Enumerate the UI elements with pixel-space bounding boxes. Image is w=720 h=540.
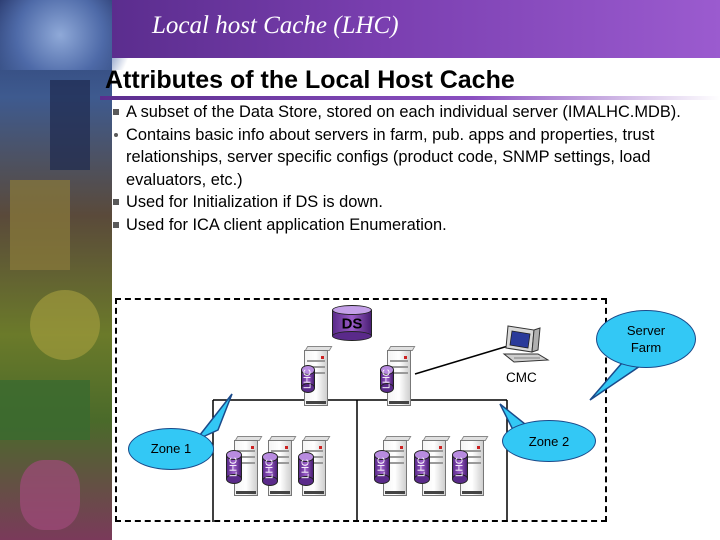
workstation-icon — [500, 322, 552, 366]
bullet-text: Used for Initialization if DS is down. — [126, 193, 383, 211]
lhc-cylinder-icon: LHC — [380, 365, 394, 393]
lhc-cylinder-icon: LHC — [374, 450, 390, 484]
square-bullet-icon — [113, 109, 119, 115]
lhc-cylinder-icon: LHC — [301, 365, 315, 393]
ds-label: DS — [341, 315, 363, 333]
cmc-link-line — [414, 345, 509, 375]
lhc-label: LHC — [302, 368, 314, 390]
bullet-text: A subset of the Data Store, stored on ea… — [126, 103, 681, 121]
lhc-cylinder-icon: LHC — [452, 450, 468, 484]
lhc-label: LHC — [454, 456, 466, 478]
square-bullet-icon — [113, 199, 119, 205]
decorative-left-art — [0, 0, 112, 540]
server-icon — [460, 436, 489, 496]
bullet-text: Used for ICA client application Enumerat… — [126, 215, 447, 234]
lhc-cylinder-icon: LHC — [298, 452, 314, 486]
page-heading: Attributes of the Local Host Cache — [105, 66, 515, 94]
bullet-item: Used for Initialization if DS is down. — [100, 191, 715, 214]
zone2-callout — [502, 420, 596, 462]
lhc-label: LHC — [376, 456, 388, 478]
lhc-label: LHC — [228, 456, 240, 478]
cmc-label: CMC — [506, 370, 537, 385]
lhc-cylinder-icon: LHC — [226, 450, 242, 484]
lhc-cylinder-icon: LHC — [262, 452, 278, 486]
banner-title: Local host Cache (LHC) — [152, 12, 399, 39]
zone1-callout — [128, 428, 214, 470]
server-icon — [268, 436, 297, 496]
lhc-label: LHC — [300, 458, 312, 480]
bullet-item: Used for ICA client application Enumerat… — [100, 214, 715, 237]
dot-bullet-icon — [114, 132, 118, 137]
heading-rule — [100, 96, 720, 100]
lhc-label: LHC — [381, 368, 393, 390]
title-banner — [112, 0, 720, 58]
zone1-callout-pointer — [195, 393, 233, 441]
data-store-cylinder-icon: DS — [332, 305, 372, 341]
lhc-label: LHC — [264, 458, 276, 480]
server-farm-label-line2: Farm — [630, 340, 662, 355]
bullet-item: Contains basic info about servers in far… — [100, 124, 715, 192]
square-bullet-icon — [113, 221, 119, 228]
bullet-item: A subset of the Data Store, stored on ea… — [100, 101, 715, 124]
lhc-label: LHC — [416, 456, 428, 478]
server-farm-callout — [596, 310, 696, 368]
lhc-cylinder-icon: LHC — [414, 450, 430, 484]
bullet-list: A subset of the Data Store, stored on ea… — [100, 101, 715, 236]
server-farm-label-line1: Server — [626, 323, 666, 338]
bullet-text: Contains basic info about servers in far… — [126, 125, 655, 189]
zone1-label: Zone 1 — [150, 441, 192, 456]
zone2-label: Zone 2 — [528, 434, 570, 449]
